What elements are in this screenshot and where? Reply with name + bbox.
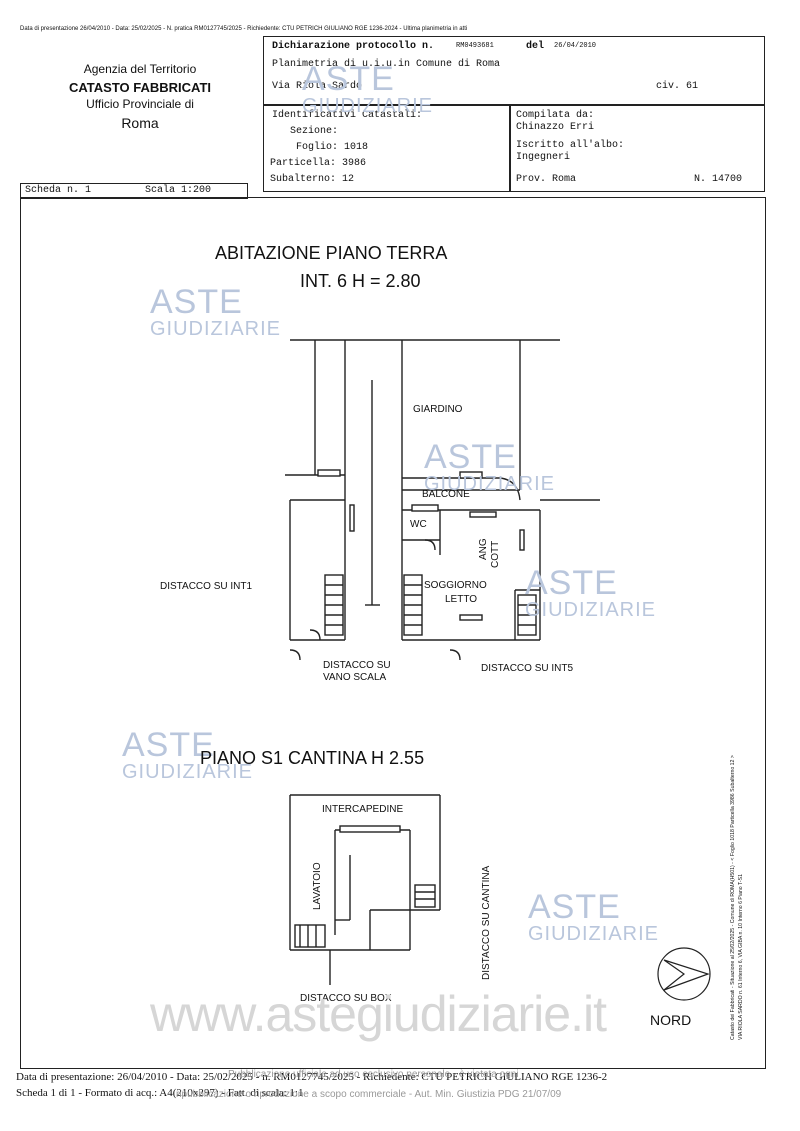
watermark-aste-1: ASTE GIUDIZIARIE [302, 60, 434, 117]
watermark-aste-2: ASTE GIUDIZIARIE [150, 283, 282, 340]
agency-block: Agenzia del Territorio CATASTO FABBRICAT… [40, 62, 240, 131]
register-number: N. 14700 [694, 174, 743, 185]
declaration-box: Dichiarazione protocollo n. RM0493681 de… [263, 36, 765, 106]
label-wc: WC [410, 519, 427, 530]
plan-title-ground: ABITAZIONE PIANO TERRA [215, 243, 448, 263]
label-distacco-box: DISTACCO SU BOX [300, 993, 392, 1004]
protocol-label: Dichiarazione protocollo n. [272, 41, 435, 52]
label-vano-scala: VANO SCALA [323, 672, 387, 683]
street: Via Riola Sardo [272, 81, 363, 92]
label-ang: ANG [478, 538, 489, 560]
label-balcone: BALCONE [422, 489, 470, 500]
label-distacco-int5: DISTACCO SU INT5 [481, 663, 574, 674]
label-letto: LETTO [445, 594, 478, 605]
civic-number: civ. 61 [656, 81, 699, 92]
label-cott: COTT [490, 540, 501, 568]
declaration-date: 26/04/2010 [554, 42, 597, 50]
watermark-overlay-2: ripubblicazione o riproduzione a scopo c… [176, 1089, 562, 1100]
watermark-aste-5: ASTE GIUDIZIARIE [122, 726, 254, 783]
compiler-label: Compilata da: [516, 110, 595, 121]
side-text-line2: VIA RIOLA SARDO n. 61 Interno 6, VIA GIB… [738, 874, 744, 1040]
footer-line2: Scheda 1 di 1 - Formato di acq.: A4(210x… [16, 1087, 304, 1099]
compiler-box: Compilata da: Chinazzo Erri Iscritto all… [509, 104, 765, 192]
watermark-aste-3: ASTE GIUDIZIARIE [424, 438, 556, 495]
top-metadata-line: Data di presentazione 26/04/2010 - Data:… [20, 26, 468, 32]
foglio: Foglio: 1018 [296, 142, 369, 153]
protocol-number: RM0493681 [456, 42, 494, 50]
catasto-title: CATASTO FABBRICATI [68, 80, 212, 95]
watermark-overlay-1: Pubblicazione ufficiale ad uso esclusivo… [228, 1069, 519, 1080]
watermark-url: www.astegiudiziarie.it [150, 986, 607, 1042]
label-distacco-cantina: DISTACCO SU CANTINA [481, 865, 492, 980]
particella: Particella: 3986 [270, 158, 367, 169]
sezione: Sezione: [290, 126, 339, 137]
sheet-number: Scheda n. 1 [25, 185, 92, 196]
albo-value: Ingegneri [516, 152, 571, 163]
agency-name: Agenzia del Territorio [83, 62, 197, 76]
label-giardino: GIARDINO [413, 404, 463, 415]
subalterno: Subalterno: 12 [270, 174, 355, 185]
label-nord: NORD [650, 1012, 692, 1028]
plan-line: Planimetria di u.i.u.in Comune di Roma [272, 59, 501, 70]
north-symbol [657, 947, 711, 1001]
label-lavatoio: LAVATOIO [312, 862, 323, 910]
sheet-scale: Scala 1:200 [145, 185, 212, 196]
plan-title-int: INT. 6 H = 2.80 [300, 271, 421, 291]
watermark-aste-4: ASTE GIUDIZIARIE [525, 564, 657, 621]
label-soggiorno: SOGGIORNO [424, 580, 487, 591]
albo-label: Iscritto all'albo: [516, 140, 625, 151]
label-distacco-su: DISTACCO SU [323, 660, 391, 671]
compiler-name: Chinazzo Erri [516, 122, 595, 133]
drawing-frame [20, 197, 766, 1069]
office-label: Ufficio Provinciale di [86, 97, 194, 111]
watermark-aste-6: ASTE GIUDIZIARIE [528, 888, 660, 945]
office-city: Roma [121, 115, 159, 131]
label-distacco-int1: DISTACCO SU INT1 [160, 581, 253, 592]
label-intercapedine: INTERCAPEDINE [322, 804, 404, 815]
date-label: del [526, 41, 545, 52]
cadastral-box: Identificativi Catastali: Sezione: Fogli… [263, 104, 511, 192]
province: Prov. Roma [516, 174, 577, 185]
cadastral-heading: Identificativi Catastali: [272, 110, 423, 121]
sheet-bar: Scheda n. 1 Scala 1:200 [20, 183, 248, 199]
footer-line1: Data di presentazione: 26/04/2010 - Data… [16, 1071, 608, 1083]
plan-title-cantina: PIANO S1 CANTINA H 2.55 [200, 748, 425, 768]
side-text-line1: Catasto dei Fabbricati - Situazione al 2… [730, 755, 736, 1040]
